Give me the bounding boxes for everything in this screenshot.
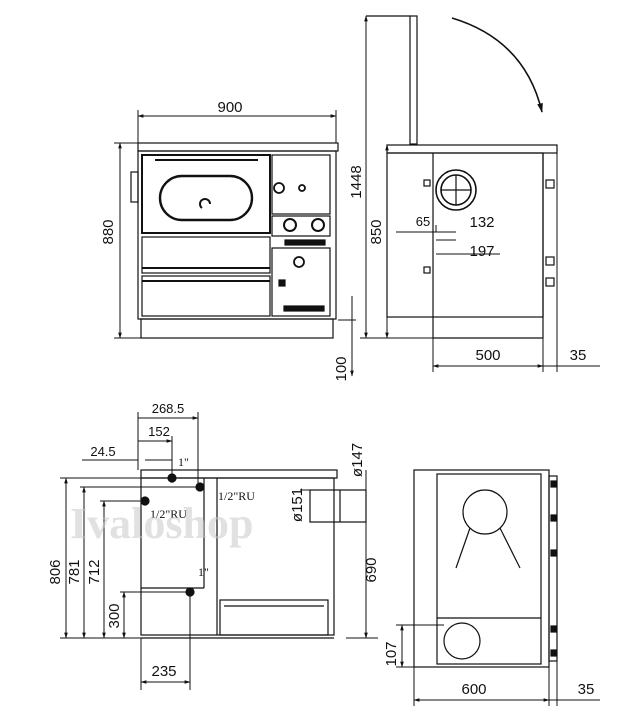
- middle-drawer: [141, 236, 271, 274]
- front-height-label: 880: [100, 219, 117, 244]
- port2-label: 1/2"RU: [218, 489, 255, 503]
- plinth: [140, 318, 334, 339]
- lid-raised: [409, 15, 418, 145]
- port3-label: 1/2"RU: [150, 507, 187, 521]
- ash-door: [271, 247, 331, 317]
- watermark: Ivaloshop: [70, 499, 253, 548]
- flue-outlet: [435, 169, 477, 211]
- conn-bottom-label: 235: [151, 663, 176, 680]
- top-ring: [462, 489, 508, 535]
- flue-offset-a-label: 65: [416, 214, 430, 229]
- top-view: [413, 469, 558, 668]
- side-overhang-label: 35: [570, 347, 587, 364]
- conn-h4-label: 300: [106, 603, 123, 628]
- top-ash-offset-label: 107: [383, 641, 400, 666]
- pipe-diam-inner-label: ø151: [289, 488, 306, 522]
- top-outline: [413, 469, 550, 668]
- side-height-label: 850: [368, 219, 385, 244]
- port4-label: 1": [198, 565, 209, 579]
- conn-h2-label: 781: [66, 559, 83, 584]
- side-top: [386, 144, 558, 154]
- side-dimensions: [360, 15, 600, 372]
- oven-door: [141, 154, 271, 234]
- pipe-height-label: 690: [363, 557, 380, 582]
- firebox-door: [271, 154, 331, 215]
- connection-dimensions: [60, 412, 378, 690]
- conn-d3-label: 24.5: [90, 444, 115, 459]
- flue-pipe: [309, 489, 367, 523]
- conn-d1-label: 268.5: [152, 401, 185, 416]
- bottom-drawer: [141, 275, 271, 317]
- oven-window: [158, 174, 254, 222]
- thermometer-icon: [199, 198, 211, 209]
- conn-d2-label: 152: [148, 424, 170, 439]
- side-handle: [130, 171, 139, 203]
- conn-h3-label: 712: [86, 559, 103, 584]
- cooktop-plate: [137, 142, 339, 152]
- side-view: [366, 15, 558, 339]
- flue-offset-b-label: 132: [469, 214, 494, 231]
- conn-drawer: [219, 599, 329, 636]
- total-height-label: 1448: [348, 165, 365, 198]
- top-overhang-label: 35: [578, 681, 595, 698]
- front-view: [130, 142, 339, 339]
- front-width-label: 900: [217, 99, 242, 116]
- flue-offset-c-label: 197: [469, 243, 494, 260]
- side-depth-label: 500: [475, 347, 500, 364]
- front-dimensions: [114, 110, 356, 377]
- control-panel: [271, 215, 331, 237]
- conn-h1-label: 806: [47, 559, 64, 584]
- top-ash-ring: [443, 622, 481, 660]
- plinth-label: 100: [333, 356, 350, 381]
- top-width-label: 600: [461, 681, 486, 698]
- pipe-diam-outer-label: ø147: [349, 443, 366, 477]
- top-dimensions: [396, 624, 600, 706]
- top-plate: [436, 473, 542, 665]
- lid-arc-arrow: [451, 17, 543, 113]
- port1-label: 1": [178, 455, 189, 469]
